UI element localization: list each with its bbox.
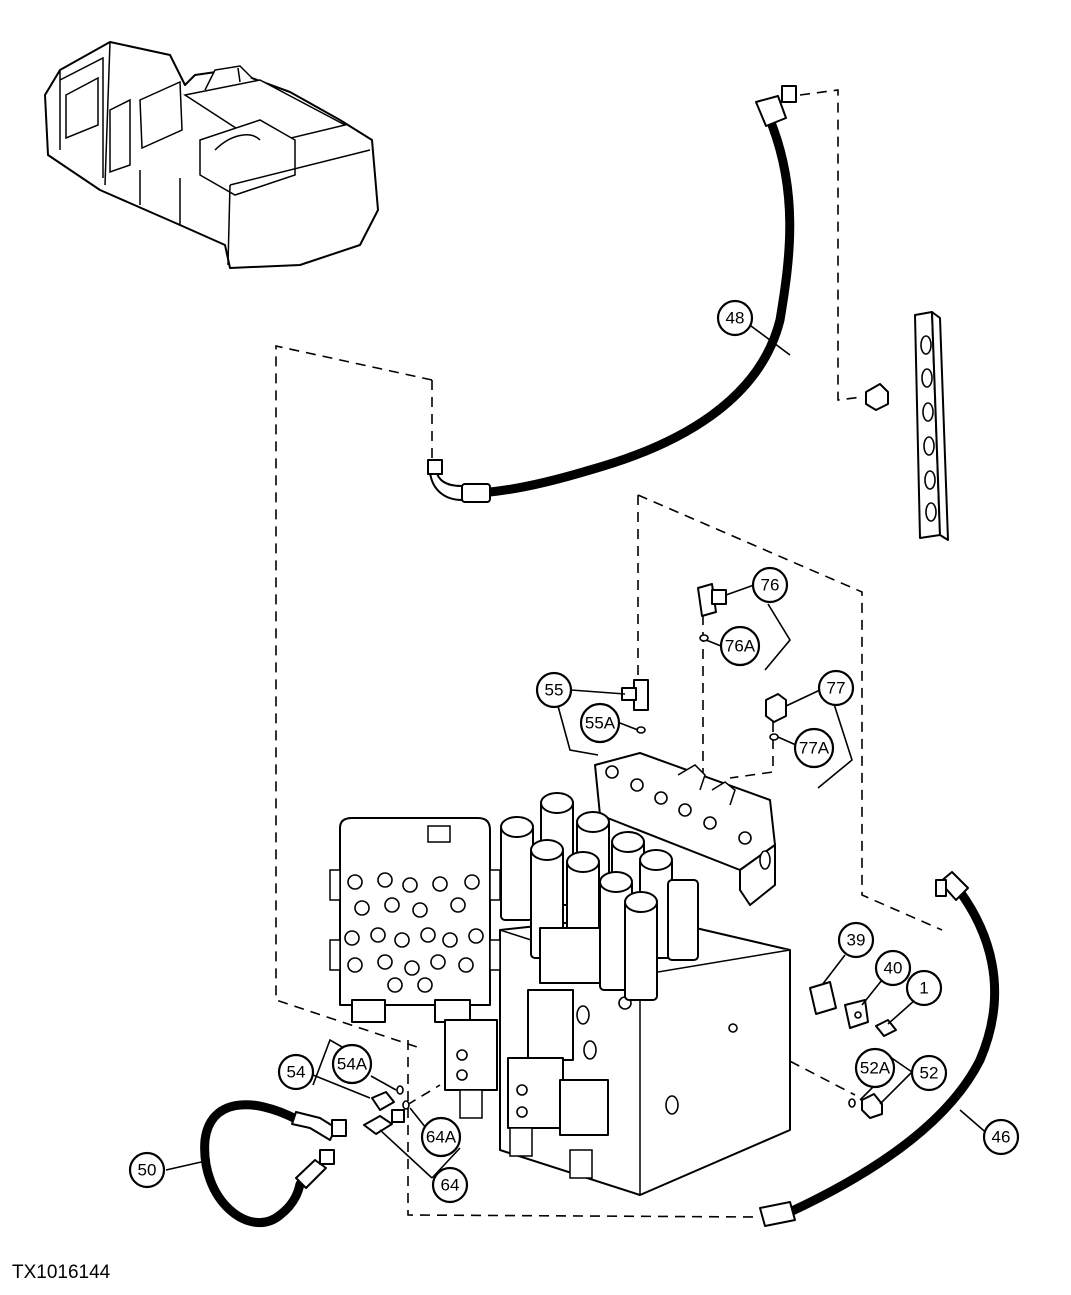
callout-77: 77: [817, 669, 855, 707]
fitting-54: [371, 1085, 404, 1111]
svg-text:52: 52: [920, 1064, 939, 1083]
pilot-fittings: [344, 872, 484, 993]
callout-64: 64: [431, 1166, 469, 1204]
excavator-locator-illustration: [44, 41, 379, 269]
svg-text:46: 46: [992, 1128, 1011, 1147]
manifold-plate: [865, 311, 949, 541]
svg-text:64: 64: [441, 1176, 460, 1195]
callout-54a: 54A: [331, 1043, 373, 1085]
screw-1: [875, 1019, 897, 1037]
svg-text:50: 50: [138, 1161, 157, 1180]
bracket-39: [809, 981, 837, 1015]
callout-46: 46: [982, 1118, 1020, 1156]
hose-46: [759, 871, 1000, 1227]
callout-55a: 55A: [579, 702, 621, 744]
svg-text:52A: 52A: [860, 1059, 891, 1078]
svg-text:55A: 55A: [585, 714, 616, 733]
callout-52a: 52A: [854, 1047, 896, 1089]
svg-text:77A: 77A: [799, 739, 830, 758]
callout-50: 50: [128, 1151, 166, 1189]
svg-text:48: 48: [726, 309, 745, 328]
callout-54: 54: [277, 1053, 315, 1091]
callout-76a: 76A: [719, 625, 761, 667]
svg-text:54A: 54A: [337, 1055, 368, 1074]
hose-48: [427, 85, 797, 503]
callout-1: 1: [905, 969, 943, 1007]
fitting-64: [363, 1100, 410, 1135]
svg-text:55: 55: [545, 681, 564, 700]
svg-text:77: 77: [827, 679, 846, 698]
control-valve-assembly: [329, 752, 791, 1196]
callout-55: 55: [535, 671, 573, 709]
svg-text:1: 1: [919, 979, 928, 998]
callout-52: 52: [910, 1054, 948, 1092]
fitting-52: [848, 1093, 883, 1119]
svg-text:76: 76: [761, 576, 780, 595]
svg-text:40: 40: [884, 959, 903, 978]
clip-40: [844, 999, 869, 1029]
svg-text:64A: 64A: [426, 1128, 457, 1147]
pilot-valve-block: [329, 817, 501, 1023]
hose-50: [200, 1100, 347, 1227]
svg-text:54: 54: [287, 1063, 306, 1082]
callout-39: 39: [837, 921, 875, 959]
figure-id-label: TX1016144: [12, 1262, 111, 1283]
callout-64a: 64A: [420, 1116, 462, 1158]
callout-76: 76: [751, 566, 789, 604]
callout-48: 48: [716, 299, 754, 337]
svg-text:76A: 76A: [725, 637, 756, 656]
callout-77a: 77A: [793, 727, 835, 769]
plug-77: [765, 693, 787, 741]
callout-40: 40: [874, 949, 912, 987]
fitting-76: [697, 583, 727, 642]
svg-text:39: 39: [847, 931, 866, 950]
